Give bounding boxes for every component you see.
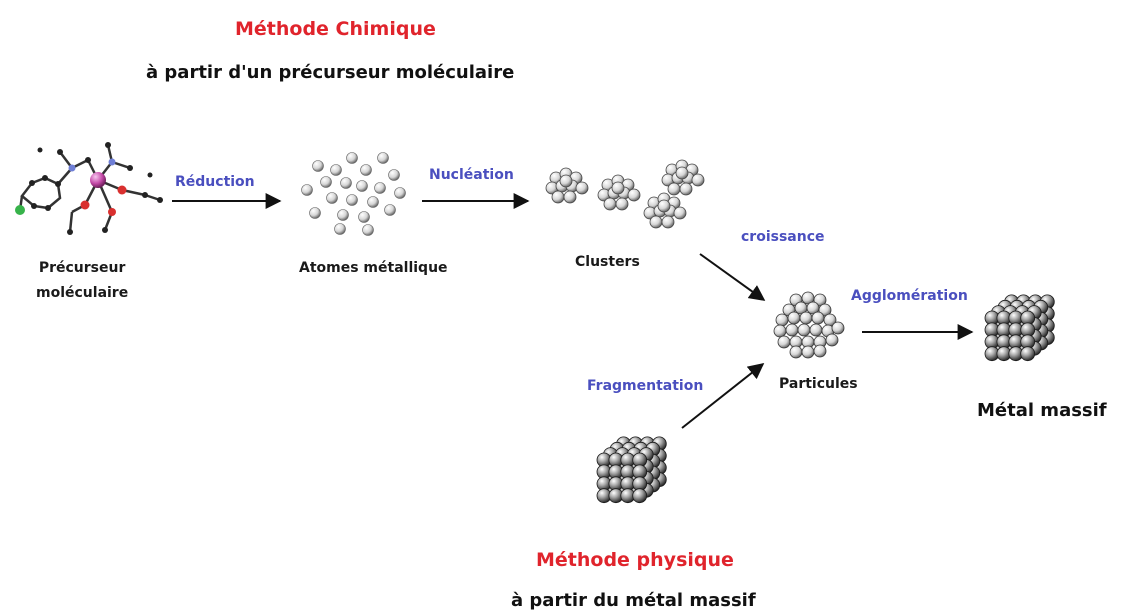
nucleation-label: Nucléation (429, 167, 514, 183)
molecular-precursor-image (15, 142, 163, 235)
reduction-label: Réduction (175, 174, 255, 190)
fragmentation-arrow (681, 363, 765, 429)
metal-sphere (1020, 346, 1036, 362)
precursor-label-line1: Précurseur (38, 260, 126, 276)
bulk-metal-source-image (596, 436, 667, 504)
bulk-metal-label: Métal massif (977, 400, 1107, 421)
physical-method-subtitle: à partir du métal massif (511, 590, 756, 611)
growth-label: croissance (741, 229, 825, 245)
growth-arrow (699, 253, 766, 301)
metal-atoms-image (301, 152, 406, 236)
clusters-image (545, 159, 705, 229)
particles-label: Particules (779, 376, 858, 392)
particle-image (773, 291, 845, 359)
clusters-label: Clusters (575, 254, 640, 270)
agglomeration-label: Agglomération (851, 288, 968, 304)
chemical-method-title: Méthode Chimique (235, 18, 436, 40)
atoms-label: Atomes métallique (299, 260, 448, 276)
precursor-label-line2: moléculaire (36, 285, 129, 301)
metal-sphere (632, 488, 648, 504)
physical-method-title: Méthode physique (536, 549, 734, 571)
chemical-method-subtitle: à partir d'un précurseur moléculaire (146, 62, 515, 83)
precursor-label: Précurseur moléculaire (36, 256, 128, 306)
fragmentation-label: Fragmentation (587, 378, 704, 394)
bulk-metal-image (984, 294, 1055, 362)
